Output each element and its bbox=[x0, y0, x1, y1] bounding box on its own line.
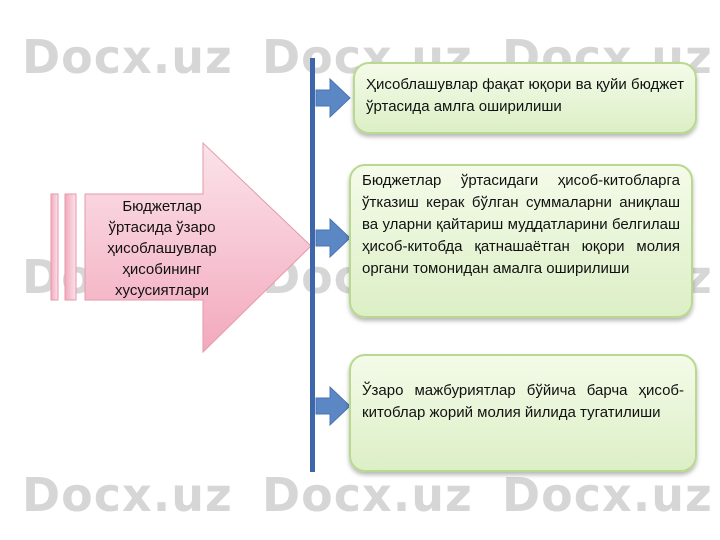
branch-box-1: Ҳисоблашувлар фақат юқори ва қуйи бюджет… bbox=[353, 62, 697, 134]
branch-arrow-2 bbox=[315, 217, 351, 259]
decorative-bar-left bbox=[50, 193, 59, 301]
branch-box-3-text: Ўзаро мажбуриятлар бўйича барча ҳисоб-ки… bbox=[362, 382, 684, 421]
main-arrow-label: Бюджетлар ўртасида ўзаро ҳисоблашувлар ҳ… bbox=[107, 198, 217, 299]
branch-arrow-3 bbox=[315, 385, 351, 427]
branch-box-2: Бюджетлар ўртасидаги ҳисоб-китобларга ўт… bbox=[349, 164, 693, 318]
branch-box-2-text: Бюджетлар ўртасидаги ҳисоб-китобларга ўт… bbox=[362, 172, 680, 277]
branch-arrow-1 bbox=[315, 77, 351, 119]
branch-box-3: Ўзаро мажбуриятлар бўйича барча ҳисоб-ки… bbox=[349, 354, 697, 472]
main-arrow-shape bbox=[84, 141, 312, 354]
branch-box-1-text: Ҳисоблашувлар фақат юқори ва қуйи бюджет… bbox=[366, 76, 684, 115]
connector-line bbox=[310, 58, 315, 472]
decorative-bar-right bbox=[64, 193, 77, 301]
